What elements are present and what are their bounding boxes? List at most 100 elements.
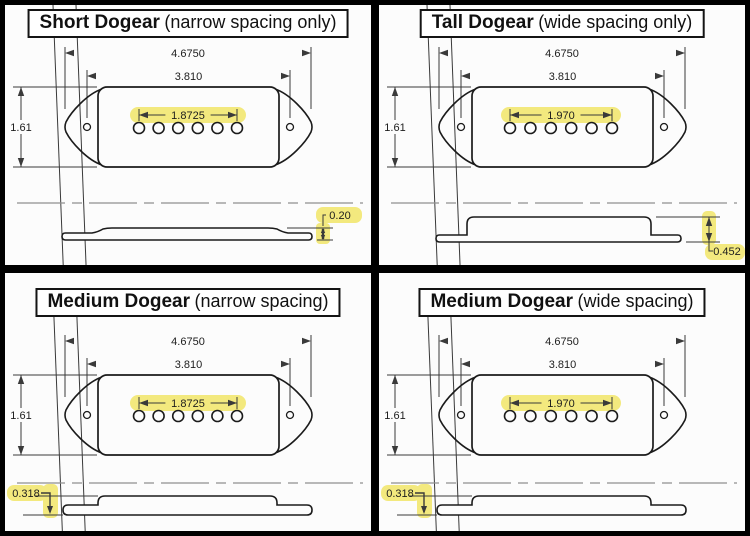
dim-arrowhead: [439, 337, 448, 345]
pole-spacing-highlight: [130, 395, 246, 411]
dim-arrowhead: [705, 217, 713, 226]
dim-arrowhead: [510, 111, 519, 119]
dim-arrowhead: [439, 49, 448, 57]
title-name: Tall Dogear: [431, 12, 534, 33]
dim-arrowhead: [47, 506, 53, 514]
left-ear-outline: [438, 88, 477, 166]
dim-arrowhead: [87, 72, 96, 80]
dim-height: 1.61: [6, 87, 36, 167]
title-spacing-note: (wide spacing only): [538, 12, 693, 32]
cover-side-outline: [62, 495, 313, 516]
dim-mount-spacing: 3.810: [75, 5, 290, 265]
dim-label-mask: [537, 334, 587, 348]
dim-arrowhead: [676, 49, 685, 57]
title-spacing-note: (narrow spacing only): [164, 12, 337, 32]
dim-value: 1.970: [547, 398, 575, 410]
mount-hole: [285, 122, 295, 132]
dim-value: 0.20: [329, 210, 350, 222]
dim-arrowhead: [17, 158, 25, 167]
right-ear-outline: [274, 376, 313, 454]
pole-piece: [524, 121, 537, 135]
dim-label-mask: [537, 46, 587, 60]
pole-piece: [191, 409, 205, 423]
dim-overall-width: 4.6750: [52, 292, 311, 531]
pole-piece: [230, 409, 244, 423]
dim-line: [52, 292, 63, 531]
dim-arrowhead: [17, 87, 25, 96]
dim-arrowhead: [391, 158, 399, 167]
dim-arrowhead: [65, 49, 74, 57]
dim-pole-spacing: 1.970: [501, 107, 621, 123]
pole-spacing-highlight: [130, 107, 246, 123]
pole-piece: [544, 409, 558, 423]
dim-arrowhead: [228, 399, 237, 407]
dim-cover-height: 0.318: [7, 484, 98, 518]
cover-body: [471, 374, 654, 456]
dim-value: 3.810: [175, 359, 203, 371]
dim-value: 3.810: [549, 71, 577, 83]
dim-arrowhead: [228, 111, 237, 119]
pickup-side-view: 0.318: [7, 484, 313, 518]
dim-arrowhead: [17, 446, 25, 455]
dim-value: 0.318: [12, 488, 40, 500]
cover-side-outline: [436, 495, 687, 516]
dim-leader: [322, 214, 326, 226]
dim-mount-spacing: 3.810: [75, 292, 290, 531]
dim-height: 1.61: [380, 87, 410, 167]
mount-hole: [285, 410, 295, 420]
pole-piece: [152, 121, 165, 135]
dim-arrowhead: [461, 72, 470, 80]
dim-value: 4.6750: [171, 48, 205, 60]
pole-piece: [152, 409, 165, 423]
dim-arrowhead: [391, 446, 399, 455]
dim-arrowhead: [281, 360, 290, 368]
panel-title: Tall Dogear (wide spacing only): [419, 9, 705, 38]
cover-body: [97, 374, 280, 456]
dim-cover-height: 0.20: [287, 207, 362, 244]
dim-arrowhead: [676, 337, 685, 345]
cover-height-highlight: [7, 485, 47, 501]
dim-label-mask: [163, 334, 213, 348]
dim-pole-spacing: 1.8725: [130, 395, 246, 411]
pole-piece: [585, 121, 598, 135]
dim-arrowhead: [391, 375, 399, 384]
cover-body: [471, 86, 654, 168]
dim-arrowhead: [461, 360, 470, 368]
dim-value: 1.61: [10, 122, 31, 134]
dim-line: [449, 292, 460, 531]
left-ear-outline: [64, 88, 103, 166]
dim-overall-width: 4.6750: [52, 5, 311, 265]
pickup-top-view: 4.6750 3.810 1.61 1.970: [380, 5, 687, 265]
pole-piece: [544, 121, 558, 135]
left-ear-outline: [438, 376, 477, 454]
pole-piece: [605, 409, 619, 423]
dim-leader: [415, 492, 425, 512]
dim-cover-height: 0.452: [656, 211, 745, 260]
dim-overall-width: 4.6750: [426, 5, 685, 265]
title-spacing-note: (wide spacing): [577, 291, 694, 311]
dim-line: [449, 5, 461, 265]
dim-arrowhead: [510, 399, 519, 407]
pole-piece: [503, 409, 517, 423]
dim-value: 1.61: [384, 410, 405, 422]
right-ear-outline: [648, 88, 687, 166]
dim-arrowhead: [87, 360, 96, 368]
dim-value: 4.6750: [545, 48, 579, 60]
pole-piece: [230, 121, 244, 135]
pole-piece: [132, 409, 146, 423]
mount-hole: [82, 122, 92, 132]
dim-leader: [41, 492, 51, 512]
pole-piece: [191, 121, 205, 135]
cover-side-outline: [435, 216, 682, 243]
dim-arrowhead: [320, 235, 326, 240]
dim-value: 1.8725: [171, 398, 205, 410]
panel-title: Medium Dogear (narrow spacing): [35, 288, 341, 317]
dim-arrowhead: [421, 506, 427, 514]
